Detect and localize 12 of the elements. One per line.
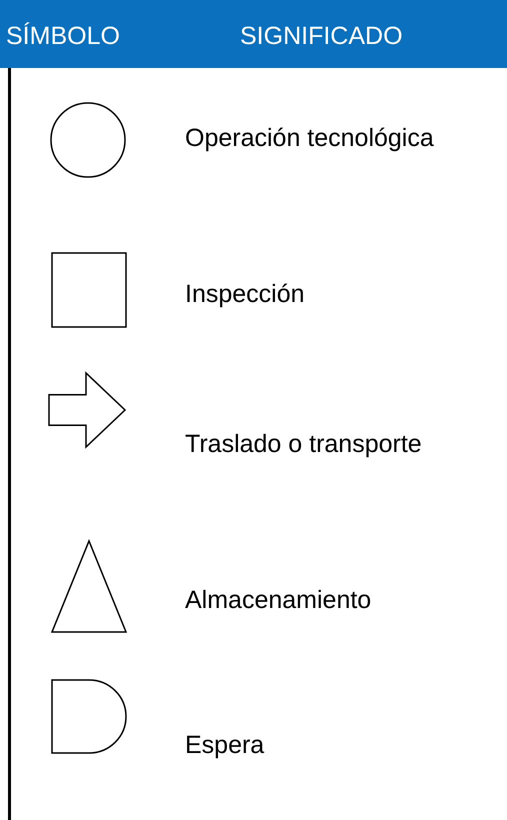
circle-symbol xyxy=(50,102,126,178)
square-symbol xyxy=(51,252,127,328)
meaning-text: Almacenamiento xyxy=(185,586,372,615)
d-shape-symbol xyxy=(51,679,127,754)
column-header: SÍMBOLO xyxy=(6,22,120,51)
meaning-text: Operación tecnológica xyxy=(185,124,434,153)
triangle-symbol xyxy=(50,539,128,633)
arrow-symbol xyxy=(48,371,126,449)
column-header: SIGNIFICADO xyxy=(240,22,403,51)
meaning-text: Espera xyxy=(185,731,264,760)
meaning-text: Traslado o transporte xyxy=(185,430,422,459)
meaning-text: Inspección xyxy=(185,280,305,309)
